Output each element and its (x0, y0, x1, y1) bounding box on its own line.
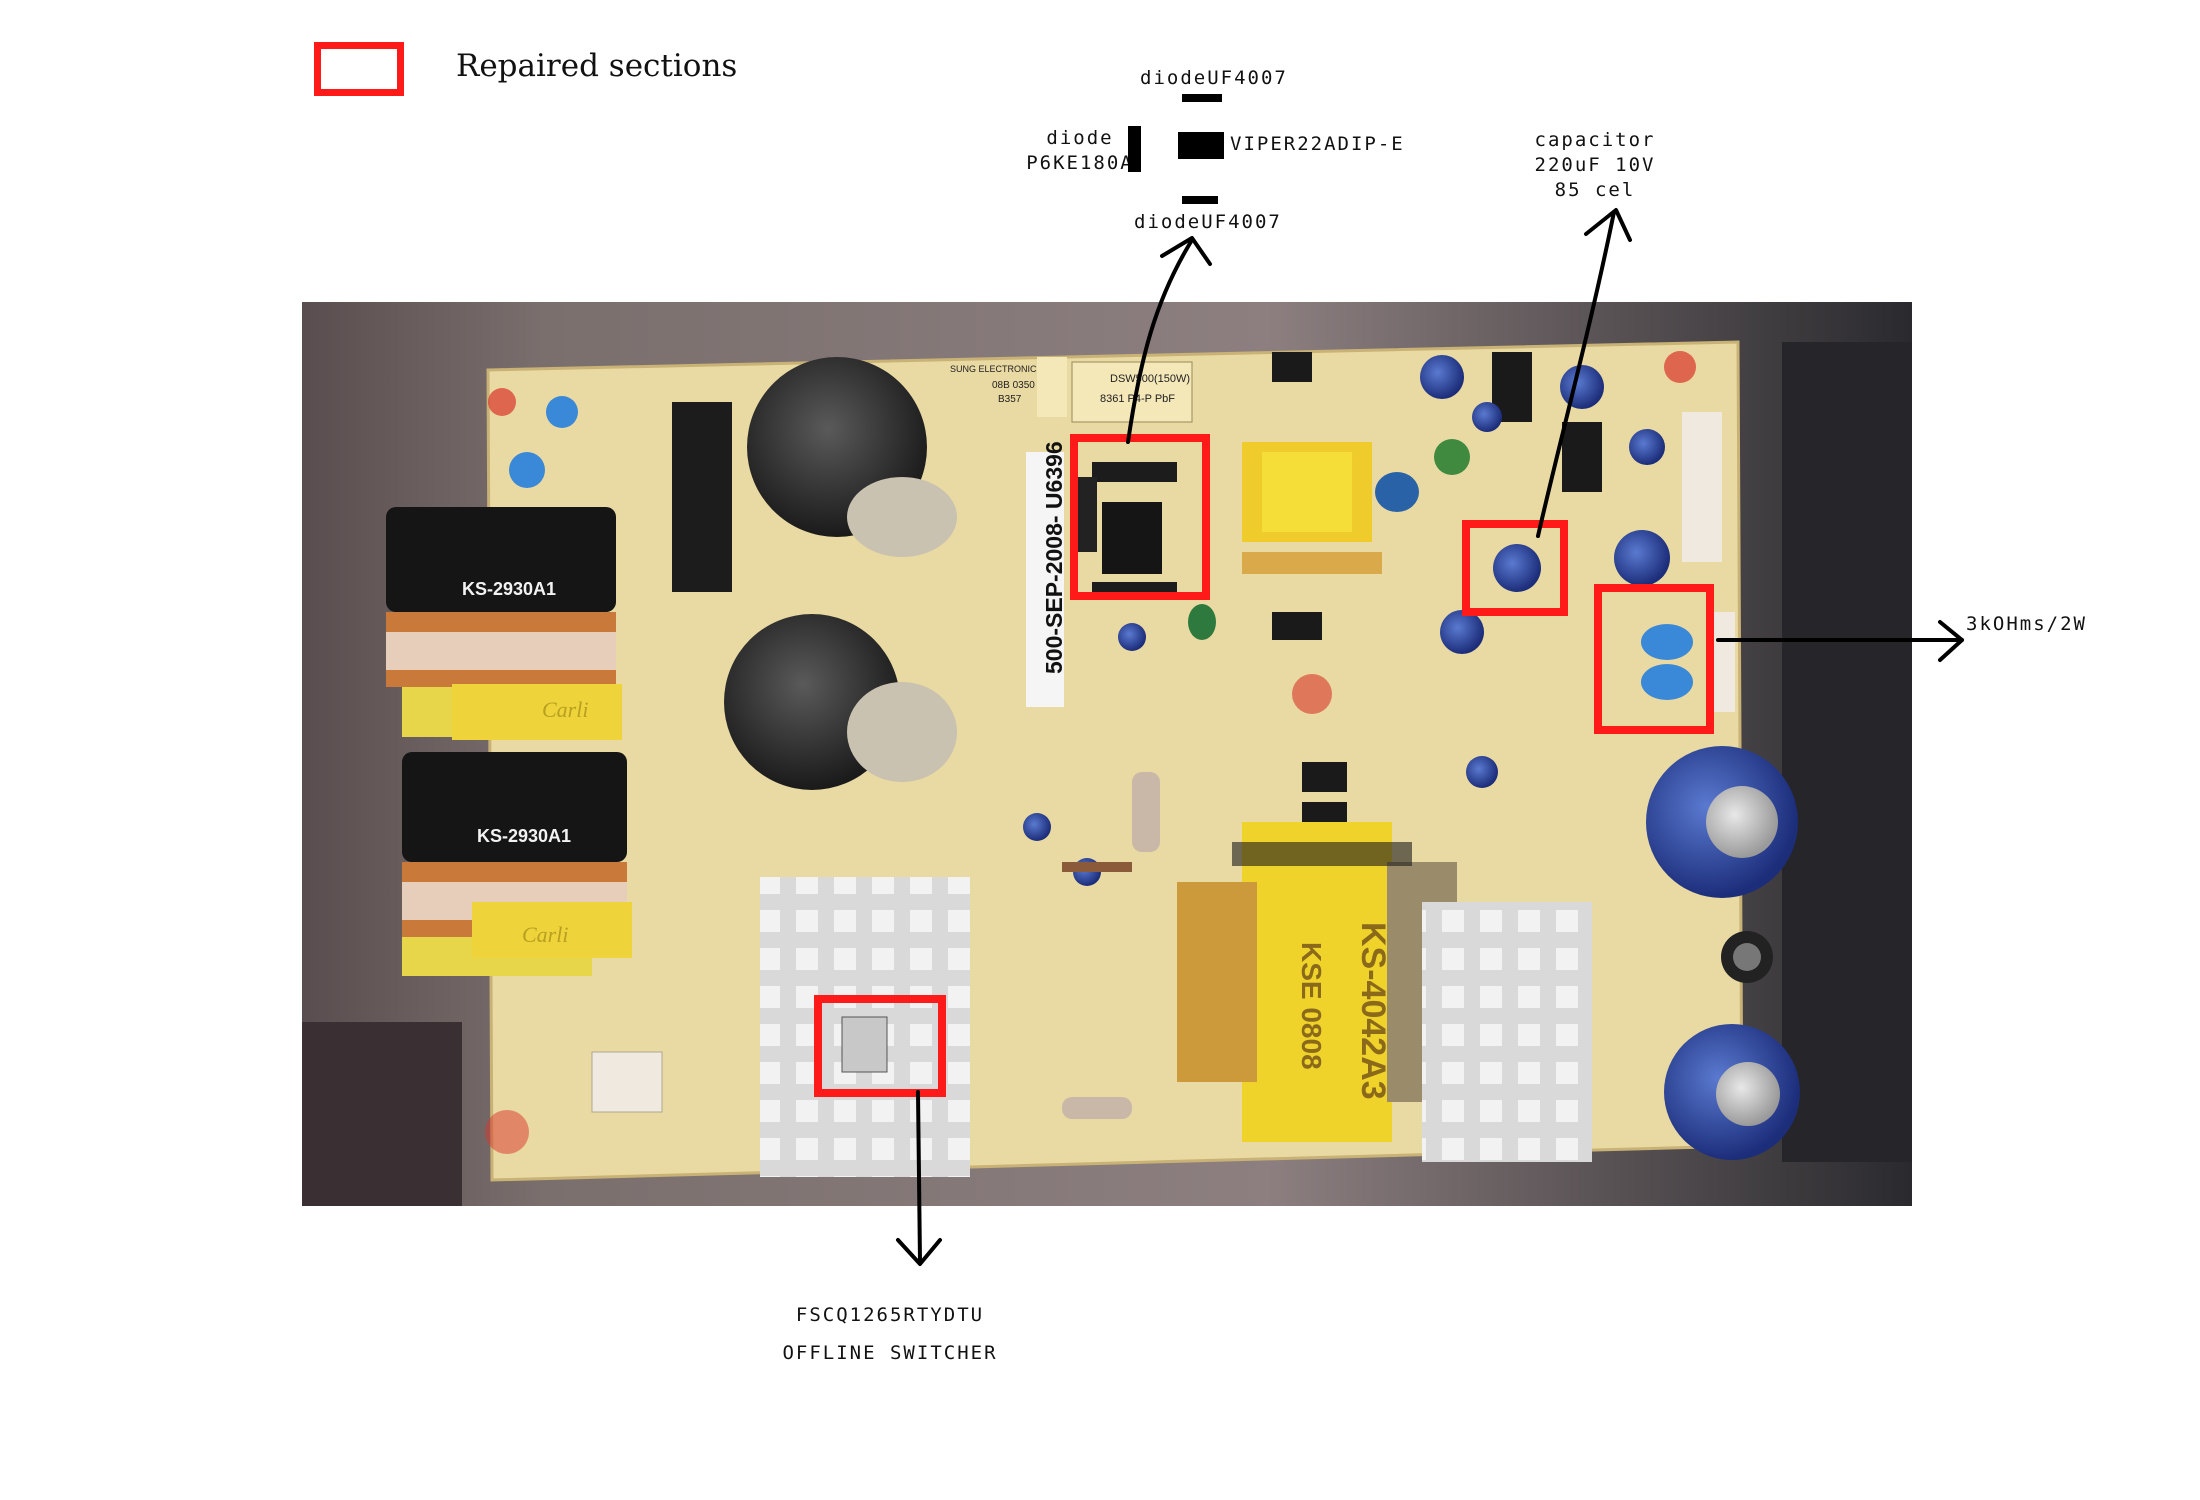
legend-label: Repaired sections (456, 48, 738, 84)
switcher-label: FSCQ1265RTYDTU OFFLINE SWITCHER (740, 1296, 1040, 1372)
choke-top-label: KS-2930A1 (462, 579, 556, 599)
date-stamp: 500-SEP-2008- U6396 (1041, 441, 1067, 674)
ic-symbol (1178, 132, 1224, 159)
arrowhead-resistor (1938, 620, 1964, 662)
model-label-1: DSW500(150W) (1110, 373, 1190, 385)
capacitor-label: capacitor 220uF 10V 85 cel (1510, 128, 1680, 203)
model-label-2: 8361 P4-P PbF (1100, 393, 1175, 405)
choke-top (386, 507, 622, 740)
mfr-label-1: SUNG ELECTRONIC (950, 364, 1037, 374)
resistor-label: 3kOHms/2W (1966, 613, 2087, 635)
diode-uf4007-bottom-label: diodeUF4007 (1134, 211, 1282, 233)
mfr-label-3: B357 (998, 394, 1022, 405)
transformer-label-1: KS-4042A3 (1354, 922, 1392, 1100)
choke-bottom (402, 752, 632, 958)
repair-box-resistors (1594, 584, 1714, 734)
carli-bottom: Carli (522, 922, 568, 947)
diode-left-line-2: P6KE180A (1026, 152, 1134, 174)
arrowhead-viper (1160, 236, 1212, 266)
repair-box-capacitor (1462, 520, 1568, 616)
legend-swatch (314, 42, 404, 96)
transformer-label-2: KSE 0808 (1296, 942, 1327, 1070)
capacitor-line-2: 220uF 10V (1534, 154, 1656, 176)
diode-bottom-symbol (1182, 196, 1218, 204)
pcb-photo: 500-SEP-2008- U6396 DSW500(150W) 8361 P4… (302, 302, 1912, 1206)
switcher-line-2: OFFLINE SWITCHER (782, 1342, 998, 1364)
carli-top: Carli (542, 697, 588, 722)
switcher-line-1: FSCQ1265RTYDTU (795, 1304, 985, 1326)
capacitor-line-3: 85 cel (1554, 179, 1636, 201)
choke-bottom-label: KS-2930A1 (477, 826, 571, 846)
viper22-label: VIPER22ADIP-E (1230, 133, 1405, 155)
diode-uf4007-top-label: diodeUF4007 (1140, 67, 1288, 89)
arrowhead-capacitor (1584, 208, 1632, 242)
capacitor-line-1: capacitor (1534, 129, 1656, 151)
arrowhead-switcher (896, 1238, 942, 1266)
repair-box-switcher (814, 995, 946, 1097)
mfr-label-2: 08B 0350 (992, 380, 1035, 391)
diode-left-symbol (1128, 126, 1141, 172)
diode-top-symbol (1182, 94, 1222, 102)
diode-p6ke180a-label: diode P6KE180A (1010, 126, 1150, 176)
diode-left-line-1: diode (1046, 127, 1114, 149)
